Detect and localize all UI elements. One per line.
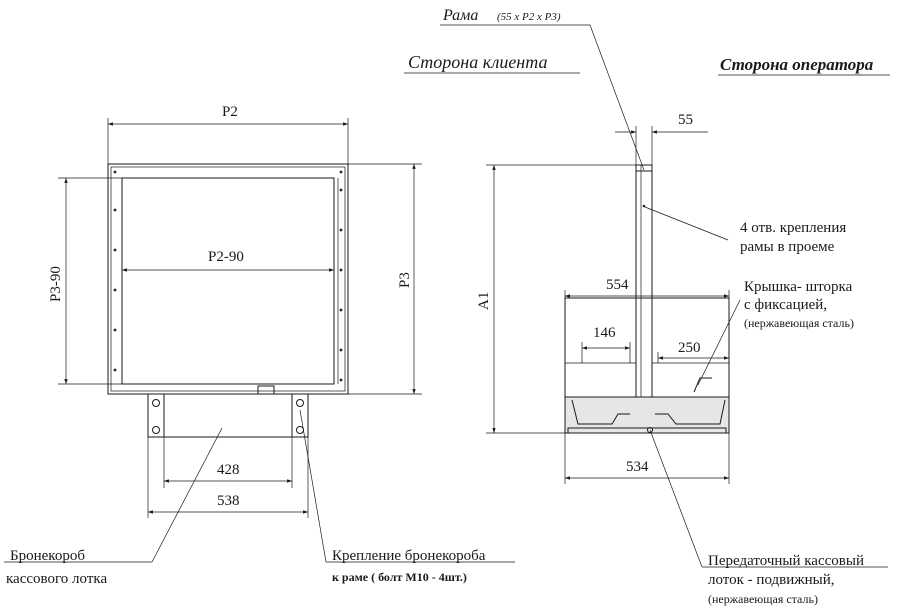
callout-tray: Передаточный кассовый лоток - подвижный,… [649, 429, 888, 606]
frame-title-label: Рама [442, 7, 478, 24]
front-opening [121, 177, 335, 385]
front-frame-screws [113, 170, 343, 382]
dim-146: 146 [593, 325, 616, 341]
callout-holes-line2: рамы в проеме [740, 239, 835, 255]
dim-428: 428 [217, 462, 240, 478]
dim-p2-90: P2-90 [208, 249, 244, 265]
callout-cover: Крышка- шторка с фиксацией, (нержавеющая… [697, 279, 854, 386]
callout-box-line2: кассового лотка [6, 571, 107, 587]
callout-tray-line3: (нержавеющая сталь) [708, 592, 818, 606]
dim-55: 55 [678, 112, 693, 128]
callout-box-mount: Крепление бронекороба к раме ( болт М10 … [299, 409, 515, 584]
callout-cover-line2: с фиксацией, [744, 297, 827, 313]
frame-post [635, 164, 653, 398]
dim-p3-90: P3-90 [48, 266, 64, 302]
callout-mount-line2: к раме ( болт М10 - 4шт.) [332, 570, 467, 584]
client-side-title: Сторона клиента [404, 52, 580, 74]
dim-p3: P3 [397, 272, 413, 288]
side-view: 55 A1 554 146 250 534 [476, 112, 730, 484]
tray-housing [564, 297, 730, 398]
front-frame-inner [110, 166, 346, 392]
front-frame-outer [107, 163, 349, 395]
operator-side-label: Сторона оператора [720, 55, 874, 74]
front-view: P2 P2-90 P3 P3-90 428 538 [48, 104, 422, 518]
callout-mount-line1: Крепление бронекороба [332, 548, 486, 564]
armored-box [147, 393, 309, 438]
callout-holes: 4 отв. крепления рамы в проеме [644, 206, 846, 255]
dim-534: 534 [626, 459, 649, 475]
frame-title-dims: (55 x P2 x P3) [497, 11, 561, 23]
callout-tray-line1: Передаточный кассовый [708, 553, 864, 569]
dim-554: 554 [606, 277, 629, 293]
dim-p2: P2 [222, 104, 238, 120]
frame-title: Рама (55 x P2 x P3) [440, 7, 590, 26]
callout-cover-line3: (нержавеющая сталь) [744, 316, 854, 330]
callout-armored-box: Бронекороб кассового лотка [4, 427, 223, 587]
dim-250: 250 [678, 340, 701, 356]
callout-cover-line1: Крышка- шторка [744, 279, 853, 295]
operator-side-title: Сторона оператора [718, 55, 890, 76]
cover-shutter [693, 377, 712, 393]
transfer-tray [564, 396, 730, 434]
front-latch [257, 385, 275, 395]
dim-a1: A1 [476, 292, 492, 310]
callout-box-line1: Бронекороб [10, 548, 85, 564]
client-side-label: Сторона клиента [408, 52, 547, 72]
callout-holes-line1: 4 отв. крепления [740, 220, 846, 236]
callout-frame [589, 24, 645, 171]
armored-box-bolts [152, 399, 304, 434]
dim-538: 538 [217, 493, 240, 509]
callout-tray-line2: лоток - подвижный, [708, 572, 835, 588]
